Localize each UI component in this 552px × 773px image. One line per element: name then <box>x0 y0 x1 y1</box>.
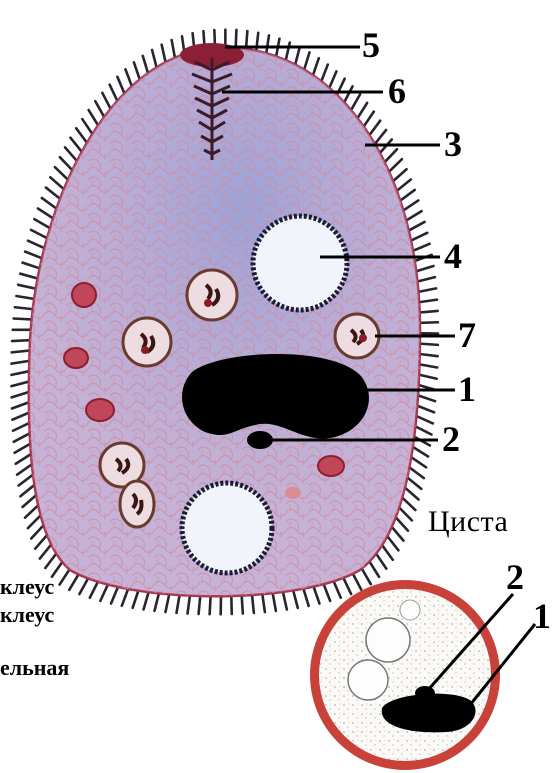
cyst <box>310 580 535 770</box>
cyst-label-macronucleus: 1 <box>533 596 551 636</box>
contractile-vacuole-lower <box>182 483 272 573</box>
label-cilia: 3 <box>444 124 462 164</box>
contractile-vacuole-upper <box>253 216 347 310</box>
label-macronucleus: 1 <box>458 369 476 409</box>
micronucleus <box>247 431 273 449</box>
legend-line-1: клеус <box>0 574 54 600</box>
label-cell-mouth: 5 <box>362 25 380 65</box>
cyst-title: Циста <box>428 505 508 539</box>
legend-line-3: ельная <box>0 655 69 681</box>
label-contractile-vacuole: 4 <box>444 236 462 276</box>
cyst-label-micronucleus: 2 <box>506 557 524 597</box>
legend-line-2: клеус <box>0 602 54 628</box>
label-cytopharynx: 6 <box>388 71 406 111</box>
label-digestive-vacuole: 7 <box>458 315 476 355</box>
label-micronucleus: 2 <box>442 419 460 459</box>
